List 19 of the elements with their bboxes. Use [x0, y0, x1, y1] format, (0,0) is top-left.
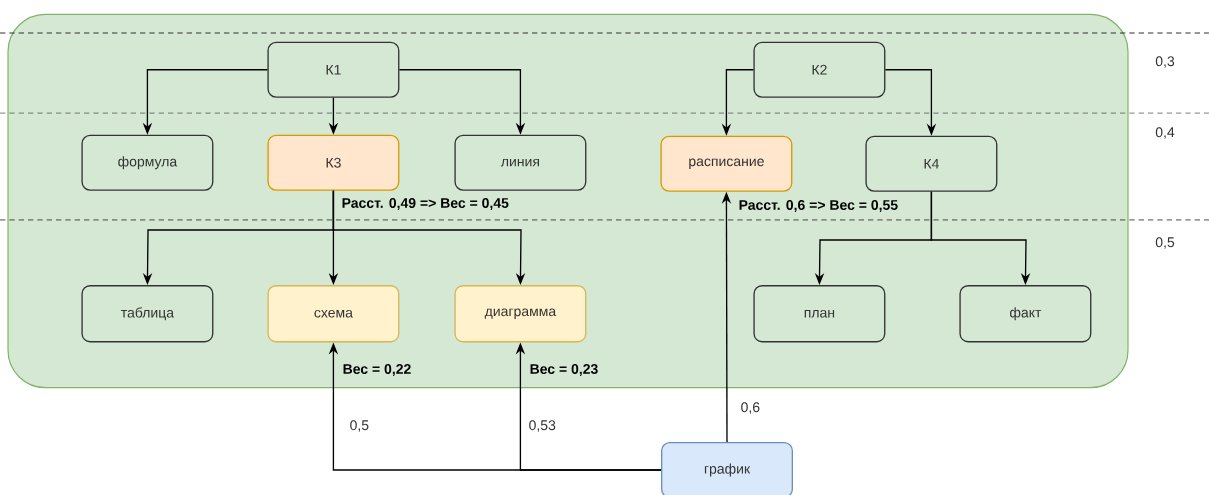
- process-box: расписание: [660, 135, 793, 192]
- process-box: таблица: [81, 285, 214, 343]
- process-box: факт: [959, 285, 1092, 343]
- level-label: 0,5: [1155, 237, 1175, 249]
- edge-label: 0,6: [739, 400, 762, 416]
- process-box: диаграмма: [454, 285, 587, 343]
- process-box: график: [661, 442, 793, 495]
- level-label: 0,3: [1155, 56, 1175, 68]
- process-box: К4: [865, 135, 998, 192]
- process-box: К3: [267, 134, 400, 191]
- process-box: линия: [454, 134, 587, 191]
- edge-label: 0,5: [348, 418, 371, 434]
- edge-label: 0,53: [527, 418, 558, 434]
- process-box: формула: [81, 134, 214, 191]
- process-box: схема: [267, 285, 400, 343]
- process-box: К1: [267, 41, 400, 98]
- process-box: план: [753, 285, 886, 343]
- process-box: К2: [753, 41, 886, 98]
- level-label: 0,4: [1155, 127, 1175, 139]
